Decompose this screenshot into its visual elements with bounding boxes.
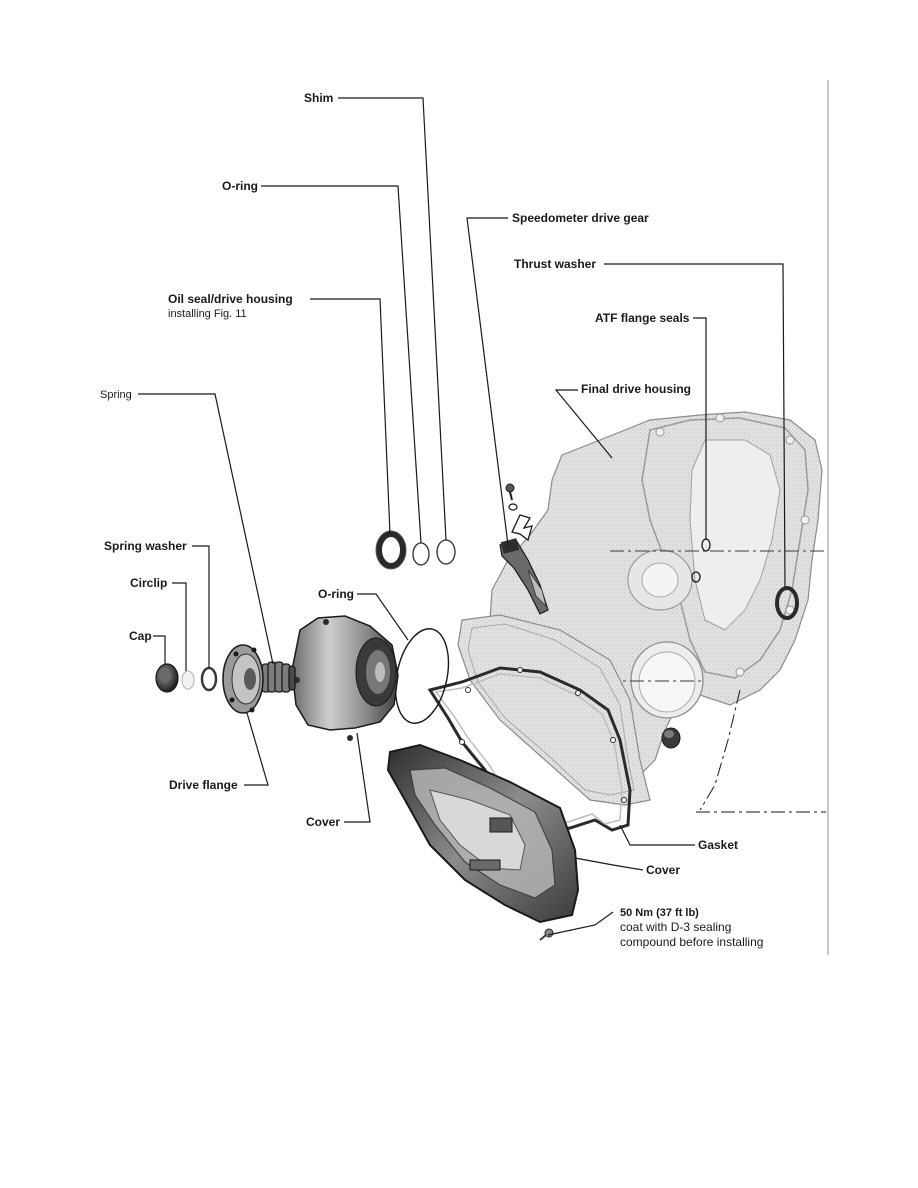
leader-spring [138,393,274,665]
leader-spring-washer [192,545,210,668]
leader-gasket [619,824,695,846]
label-cover-left: Cover [306,815,341,829]
oil-seal-ring [376,531,406,569]
speedometer-gear-shape [499,483,549,615]
leader-thrust-washer [604,263,786,589]
leader-lines [138,97,786,936]
label-cap: Cap [129,629,152,643]
leader-torque [547,911,614,936]
leader-shim [338,97,447,541]
thrust-washer-ring [775,586,799,620]
leader-cover-left [344,732,371,823]
leader-o-ring-top [261,185,422,544]
pan-cover-shape [386,743,580,924]
leader-circlip [172,582,187,671]
label-torque-note-2: compound before installing [620,935,764,949]
label-thrust-washer: Thrust washer [514,257,597,271]
circlip-ring [181,670,195,690]
label-cover-right: Cover [646,863,681,877]
leader-final-drive [554,389,613,459]
label-torque: 50 Nm (37 ft lb) [620,907,699,919]
label-circlip: Circlip [130,576,168,590]
atf-seal-ring [691,571,701,583]
label-drive-flange: Drive flange [169,778,238,792]
drive-cover-shape [291,615,399,741]
leader-drive-flange [244,712,269,786]
spring-shape [261,661,296,693]
drive-flange-shape [222,644,264,714]
leader-speedometer [466,217,509,546]
leader-cover-right [574,857,644,871]
leader-atf-seals [693,317,707,540]
cap-shape [155,663,179,693]
label-gasket: Gasket [698,838,739,852]
leader-cap [153,635,166,665]
label-torque-note-1: coat with D-3 sealing [620,920,732,934]
cover-bolt-shape [539,928,554,941]
spring-washer-ring [200,666,218,692]
o-ring-small [412,542,430,566]
label-speedometer-drive-gear: Speedometer drive gear [512,211,649,225]
label-oil-seal-drive-housing: Oil seal/drive housing [168,292,293,306]
leader-o-ring-cover [357,593,409,641]
label-spring: Spring [100,389,132,401]
label-oil-seal-note: installing Fig. 11 [168,308,247,320]
label-spring-washer: Spring washer [104,539,187,553]
label-o-ring-cover: O-ring [318,587,354,601]
label-atf-flange-seals: ATF flange seals [595,311,690,325]
drain-plug-shape [661,727,681,749]
leader-oil-seal [310,298,391,535]
shim-ring [436,539,456,565]
label-shim: Shim [304,91,334,105]
label-o-ring-top: O-ring [222,179,258,193]
label-final-drive-housing: Final drive housing [581,382,692,396]
